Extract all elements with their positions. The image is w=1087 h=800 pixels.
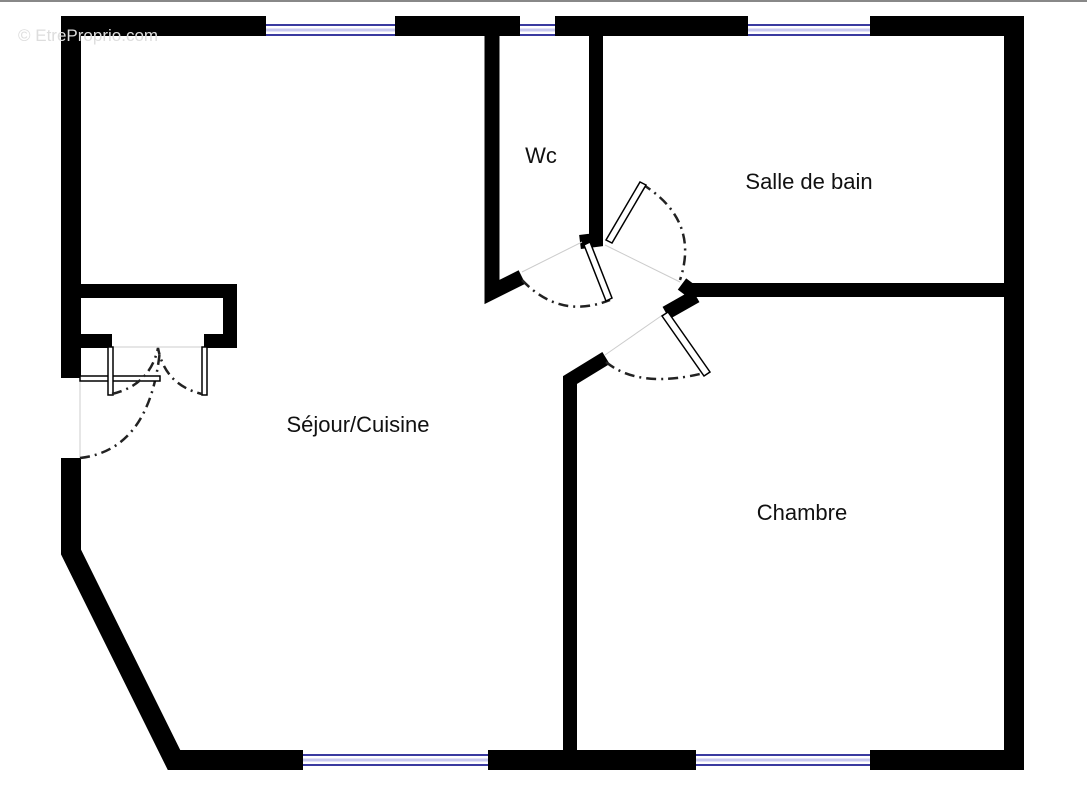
window-top-bathroom — [748, 24, 870, 36]
watermark: © EtreProprio.com — [18, 26, 158, 45]
room-label-wc: Wc — [525, 143, 557, 168]
door-bedroom — [604, 310, 712, 381]
room-label-bedroom: Chambre — [757, 500, 847, 525]
door-bathroom — [604, 181, 687, 283]
interior-walls — [80, 36, 1004, 750]
window-bottom-living — [303, 754, 488, 766]
windows — [266, 24, 870, 766]
room-label-bathroom: Salle de bain — [745, 169, 872, 194]
outer-walls — [61, 16, 1024, 770]
door-wc — [521, 240, 613, 308]
window-top-wc — [520, 24, 555, 36]
room-label-living: Séjour/Cuisine — [286, 412, 429, 437]
window-top-living — [266, 24, 395, 36]
door-entrance — [79, 349, 162, 460]
doors — [79, 181, 712, 460]
door-closet — [107, 346, 208, 396]
window-bottom-bedroom — [696, 754, 870, 766]
